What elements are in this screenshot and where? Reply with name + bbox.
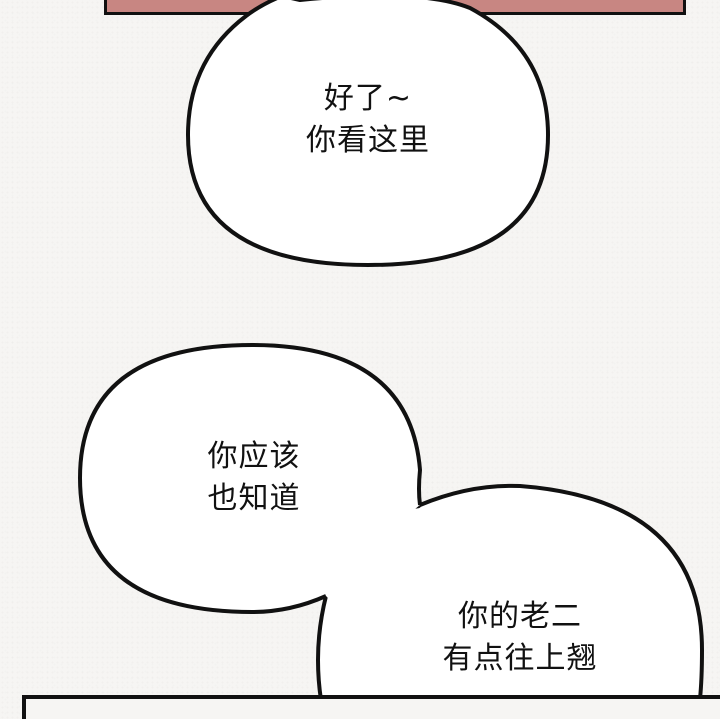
comic-panel: 好了~ 你看这里 你应该 也知道 你的老二 有点往上翘 — [22, 0, 720, 719]
speech-bubble-top — [186, 0, 550, 267]
speech-bubble-left — [78, 343, 422, 614]
speech-bubbles-layer — [78, 0, 704, 700]
bubble-text-line: 好了~ — [323, 81, 413, 116]
bubble-text-line: 你看这里 — [306, 123, 430, 158]
bubble-text-line: 你应该 — [207, 439, 301, 474]
bubble-text-line: 有点往上翘 — [442, 641, 598, 676]
bubble-text-right: 你的老二 有点往上翘 — [410, 596, 630, 680]
bubble-text-top: 好了~ 你看这里 — [268, 78, 468, 162]
bubble-text-line: 也知道 — [207, 481, 301, 516]
bubble-text-left: 你应该 也知道 — [170, 436, 338, 520]
bubble-text-line: 你的老二 — [458, 599, 582, 634]
bottom-panel-border — [22, 695, 720, 719]
